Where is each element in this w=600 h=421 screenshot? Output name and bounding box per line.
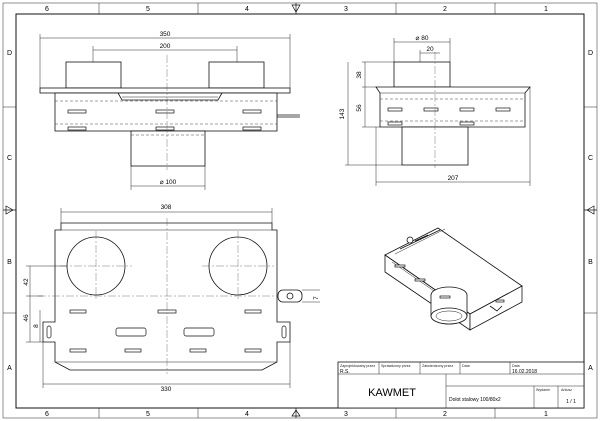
dim-7: 7 [313,296,320,300]
dim-d100: ⌀ 100 [160,179,177,186]
row-label-right: A [588,365,593,372]
row-label-right: C [588,155,593,162]
row-label-left: D [7,50,12,57]
col-label-top: 1 [544,6,548,13]
col-label-bottom: 5 [146,411,150,418]
row-label-left: A [7,365,12,372]
tb-date: 16.02.2018 [512,369,537,375]
dim-350: 350 [160,31,171,38]
tb-label-designed: Zaprojektowany przez [340,364,375,368]
col-label-top: 3 [344,6,348,13]
centering-marks [3,3,597,418]
row-label-left: B [7,259,12,266]
tb-designer: R.S. [340,369,350,375]
col-label-top: 2 [443,6,447,13]
col-label-bottom: 3 [344,411,348,418]
dim-42: 42 [23,278,30,286]
row-label-left: C [7,155,12,162]
inner-frame [15,13,585,409]
row-label-right: B [588,259,593,266]
tb-label-approved: Zatwierdzony przez [422,364,453,368]
isometric-view [384,227,523,331]
col-label-top: 6 [45,6,49,13]
tb-company: KAWMET [368,387,416,399]
dim-38: 38 [356,71,363,79]
dim-56: 56 [356,104,363,112]
tb-label-edition: Wydanie [536,388,550,392]
dim-20: 20 [426,46,434,53]
tb-part-name: Dolot stalowy 100/80x2 [449,397,501,403]
tb-label-date-small: Data [462,364,470,368]
dim-8: 8 [33,324,40,328]
zone-ticks [3,3,597,418]
row-label-right: D [588,50,593,57]
col-label-bottom: 4 [245,411,249,418]
col-label-top: 4 [245,6,249,13]
tb-label-sheet: Arkusz [561,388,572,392]
col-label-bottom: 1 [544,411,548,418]
col-label-bottom: 6 [45,411,49,418]
tb-sheet-value: 1 / 1 [566,399,576,405]
dim-330: 330 [161,386,172,393]
tb-label-checked: Sprawdzony przez [381,364,411,368]
front-view [39,34,300,190]
col-label-bottom: 2 [443,411,447,418]
dim-200: 200 [160,43,171,50]
plan-view [26,208,320,388]
tb-label-date: Data [512,364,520,368]
dim-207: 207 [448,175,459,182]
title-block [337,361,585,409]
col-label-top: 5 [146,6,150,13]
side-view [345,38,531,186]
dim-308: 308 [161,204,172,211]
dim-143: 143 [339,108,346,119]
dim-46: 46 [23,314,30,322]
dim-d80: ⌀ 80 [416,35,429,42]
